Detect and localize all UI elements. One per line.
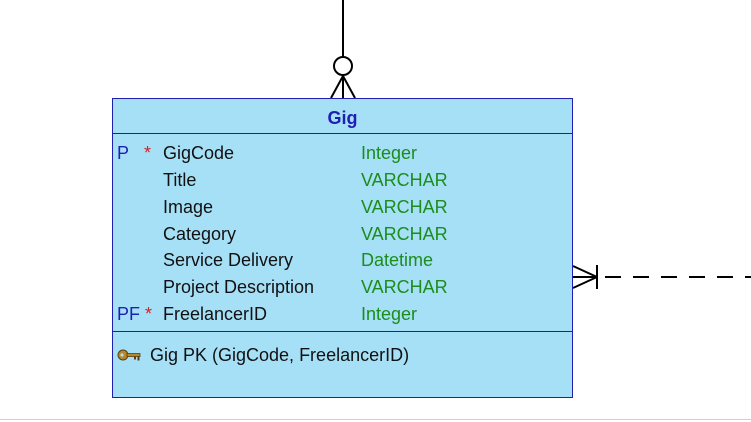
attribute-name: Image [163, 197, 214, 217]
attribute-name: Title [163, 170, 197, 190]
key-marker: P [117, 143, 130, 163]
relationship-right-one-or-many[interactable] [572, 265, 751, 289]
attribute-type: VARCHAR [361, 170, 448, 190]
constraint-list: Gig PK (GigCode, FreelancerID) [113, 332, 572, 394]
attribute-row[interactable]: P * GigCode Integer [113, 140, 572, 167]
key-icon [117, 349, 141, 361]
optional-circle-icon [333, 56, 353, 76]
attribute-name: Project Description [163, 277, 315, 297]
attribute-type: Integer [361, 304, 418, 324]
attribute-row[interactable]: Project Description VARCHAR [113, 274, 572, 301]
attribute-row[interactable]: Category VARCHAR [113, 221, 572, 248]
attribute-row[interactable]: Image VARCHAR [113, 194, 572, 221]
required-marker: * [145, 304, 153, 324]
required-marker: * [144, 143, 152, 163]
relationship-top-zero-or-many[interactable] [330, 0, 356, 99]
entity-gig[interactable]: Gig P * GigCode Integer Title VARCHAR Im… [112, 98, 573, 398]
entity-title: Gig [113, 99, 572, 134]
attribute-name: FreelancerID [163, 304, 268, 324]
attribute-row[interactable]: Service Delivery Datetime [113, 247, 572, 274]
attribute-type: VARCHAR [361, 224, 448, 244]
attribute-name: GigCode [163, 143, 235, 163]
attribute-row[interactable]: Title VARCHAR [113, 167, 572, 194]
crows-foot-left-prong [330, 75, 344, 99]
crows-foot-right-prong [342, 75, 356, 99]
crows-foot-lower-prong [572, 276, 598, 289]
key-marker: PF [117, 304, 141, 324]
attribute-type: VARCHAR [361, 277, 448, 297]
attribute-type: VARCHAR [361, 197, 448, 217]
attribute-name: Category [163, 224, 237, 244]
attribute-list: P * GigCode Integer Title VARCHAR Image … [113, 134, 572, 332]
crows-foot-upper-prong [572, 265, 598, 278]
attribute-name: Service Delivery [163, 250, 294, 270]
attribute-row[interactable]: PF * FreelancerID Integer [113, 301, 572, 328]
primary-key-constraint-text: Gig PK (GigCode, FreelancerID) [150, 345, 410, 365]
attribute-type: Datetime [361, 250, 434, 270]
attribute-type: Integer [361, 143, 418, 163]
